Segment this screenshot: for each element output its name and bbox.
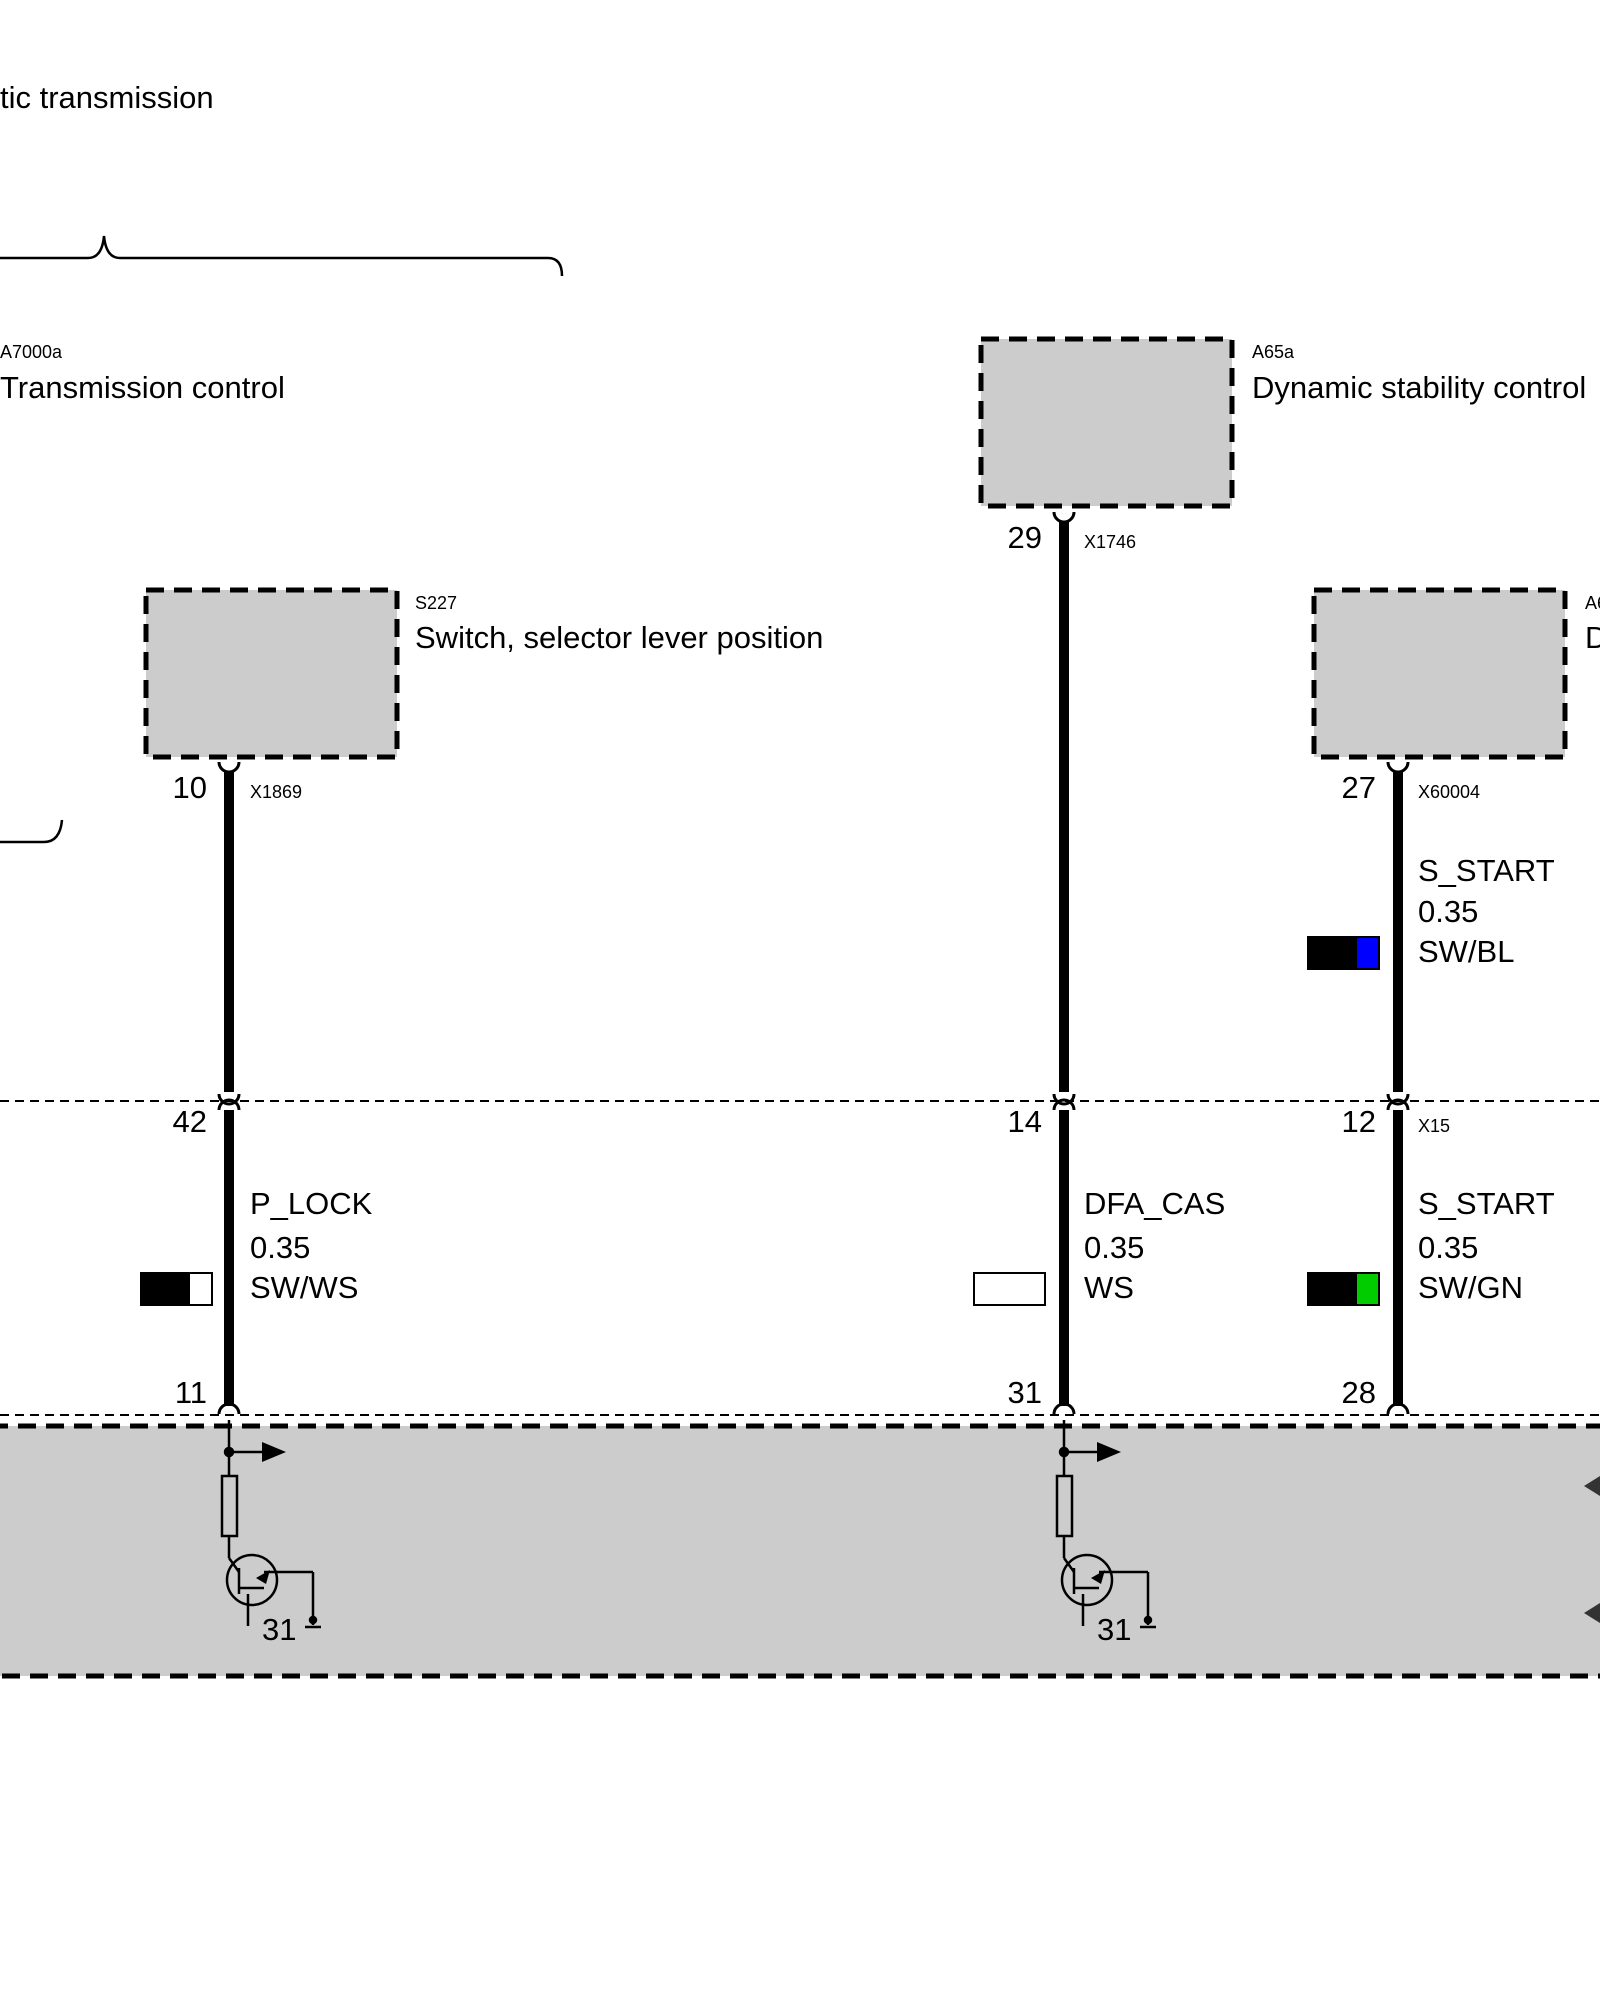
ground-left-label: 31 — [262, 1612, 296, 1647]
pin-cap-x15-left-top — [217, 1093, 241, 1106]
a7000a-name: Transmission control — [0, 370, 285, 405]
connector-x15: X15 — [1418, 1116, 1450, 1136]
pin-cap-x15-left-bot — [217, 1098, 241, 1111]
a65a-name: Dynamic stability control — [1252, 370, 1586, 405]
pin-cap-right — [1386, 761, 1410, 774]
group-bracket-left — [0, 819, 64, 844]
right-module-box — [1311, 587, 1568, 760]
wire-s-start-lower-signal: S_START — [1418, 1186, 1555, 1221]
pin-cap-x15-mid-bot — [1052, 1098, 1076, 1111]
wire-s-start-upper-size: 0.35 — [1418, 894, 1478, 929]
pin-right-out: 27 — [1342, 770, 1376, 805]
pin-cap-s227 — [217, 761, 241, 774]
wire-dfa-cas-color: WS — [1084, 1270, 1134, 1305]
wire-color-swatch-sw-bl — [1307, 936, 1380, 970]
wire-s-start-upper-signal: S_START — [1418, 853, 1555, 888]
pin-a65a-out: 29 — [1008, 520, 1042, 555]
pin-cap-x15-mid-top — [1052, 1093, 1076, 1106]
wire-p-lock-color: SW/WS — [250, 1270, 359, 1305]
s227-name: Switch, selector lever position — [415, 620, 823, 655]
internal-circuit-mid — [1055, 1420, 1156, 1629]
wire-s-start-lower-size: 0.35 — [1418, 1230, 1478, 1265]
pin-x15-left: 42 — [173, 1104, 207, 1139]
pin-cap-x15-right-top — [1386, 1093, 1410, 1106]
wire-color-swatch-ws — [973, 1272, 1046, 1306]
s227-code: S227 — [415, 593, 457, 613]
pin-cap-bottom-left — [217, 1402, 241, 1415]
a65a-code: A65a — [1252, 342, 1295, 362]
right-module-code: A6 — [1585, 593, 1600, 613]
wire-color-swatch-sw-ws — [140, 1272, 213, 1306]
wire-s-start-lower-color: SW/GN — [1418, 1270, 1523, 1305]
pin-bottom-left: 11 — [175, 1375, 207, 1410]
a7000a-code: A7000a — [0, 342, 63, 362]
wire-color-swatch-sw-gn — [1307, 1272, 1380, 1306]
wire-dfa-cas-signal: DFA_CAS — [1084, 1186, 1225, 1221]
connector-x1746: X1746 — [1084, 532, 1136, 552]
diagram-title: tic transmission — [0, 80, 214, 115]
connector-x1869: X1869 — [250, 782, 302, 802]
pin-bottom-mid: 31 — [1008, 1375, 1042, 1410]
pin-cap-bottom-mid — [1052, 1402, 1076, 1415]
internal-circuit-left — [220, 1420, 321, 1629]
ground-mid-label: 31 — [1097, 1612, 1131, 1647]
wire-p-lock-size: 0.35 — [250, 1230, 310, 1265]
control-unit-box — [0, 1423, 1600, 1679]
arrow-right-edge-upper — [1584, 1476, 1600, 1496]
pin-cap-x15-right-bot — [1386, 1098, 1410, 1111]
pin-cap-bottom-right — [1386, 1402, 1410, 1415]
arrow-right-edge-lower — [1584, 1603, 1600, 1623]
pin-bottom-right: 28 — [1342, 1375, 1376, 1410]
pin-x15-right: 12 — [1342, 1104, 1376, 1139]
connector-x60004: X60004 — [1418, 782, 1480, 802]
wire-s-start-upper-color: SW/BL — [1418, 934, 1514, 969]
wire-p-lock-signal: P_LOCK — [250, 1186, 373, 1221]
wire-dfa-cas-size: 0.35 — [1084, 1230, 1144, 1265]
a65a-module-box — [978, 336, 1235, 509]
group-brace — [0, 235, 564, 277]
pin-cap-a65a — [1052, 511, 1076, 524]
right-module-name: D — [1585, 620, 1600, 655]
pin-x15-mid: 14 — [1008, 1104, 1042, 1139]
s227-switch-box — [143, 587, 400, 760]
pin-s227-out: 10 — [173, 770, 207, 805]
